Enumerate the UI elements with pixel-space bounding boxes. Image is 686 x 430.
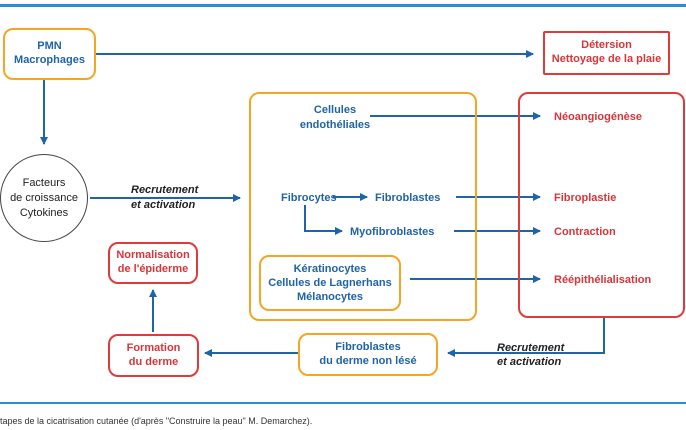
facteurs-label-1: Facteurs [22,177,66,189]
recrutement-label-1: Recrutement [131,184,199,196]
arrow-fibrocytes-myofibroblastes [304,205,343,235]
pmn-label: PMN [37,40,62,52]
bottom-rule [0,402,686,404]
nettoyage-label: Nettoyage de la plaie [551,53,662,65]
cellules-label-2: endothéliales [299,119,371,131]
cells-box [249,92,477,321]
normalisation-box [108,242,198,284]
detersion-box [543,31,670,75]
facteurs-circle [0,154,88,242]
facteurs-label-3: Cytokines [19,207,69,219]
recrutement-label-2: et activation [131,199,196,211]
formation-label-1: Formation [126,342,181,354]
contraction-label: Contraction [554,226,616,238]
fibroblastes-derme-label-1: Fibroblastes [335,341,401,353]
normalisation-label-1: Normalisation [116,249,190,261]
reepithelialisation-label: Réépithélialisation [554,274,652,286]
normalisation-label-2: de l'épiderme [117,263,189,275]
lagnerhans-label: Cellules de Lagnerhans [268,277,392,289]
myofibroblastes-label: Myofibroblastes [350,226,435,238]
cellules-label-1: Cellules [313,104,357,116]
pmn-box [3,28,96,80]
fibrocytes-label: Fibrocytes [281,192,337,204]
keratinocytes-label: Kératinocytes [293,263,367,275]
top-rule [0,4,686,7]
recrutement2-label-1: Recrutement [497,342,565,354]
fibroblastes-label: Fibroblastes [375,192,441,204]
macrophages-label: Macrophages [14,54,85,66]
fibroplastie-label: Fibroplastie [554,192,617,204]
figure-caption: tapes de la cicatrisation cutanée (d'apr… [0,416,313,426]
outcomes-box [518,92,685,318]
formation-label-2: du derme [128,356,179,368]
melanocytes-label: Mélanocytes [296,291,364,303]
formation-box [108,334,199,377]
recrutement2-label-2: et activation [497,356,562,368]
detersion-label: Détersion [581,39,632,51]
keratinocytes-box [259,255,401,311]
facteurs-label-2: de croissance [10,192,78,204]
fibroblastes-derme-box [298,333,438,376]
neoangiogenese-label: Néoangiogénèse [554,111,643,123]
arrow-red-fibroderme [447,318,605,357]
fibroblastes-derme-label-2: du derme non lésé [319,355,417,367]
